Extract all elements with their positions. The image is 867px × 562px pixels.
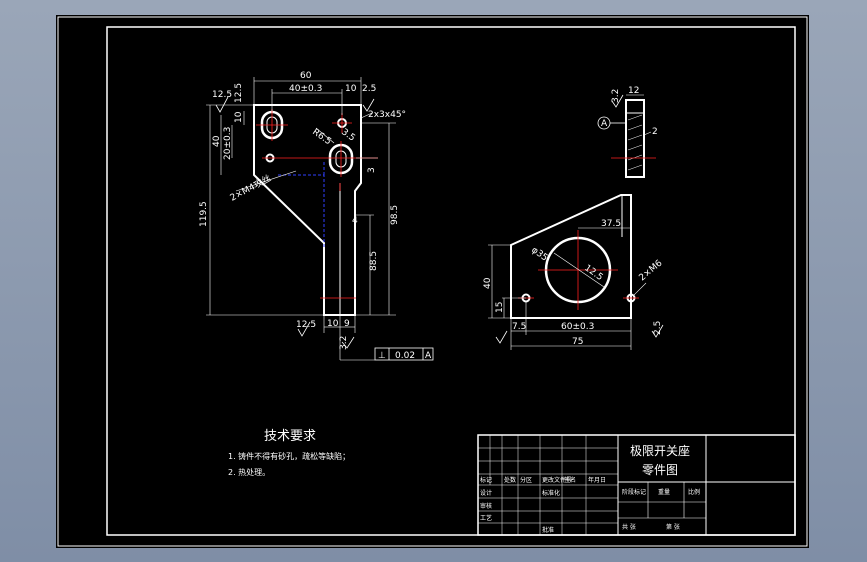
tb-label-count: 处数 <box>504 476 516 484</box>
tb-label-date: 年月日 <box>588 476 606 484</box>
rough-12-5-bottom: 12.5 <box>296 320 316 330</box>
tb-label-design: 设计 <box>480 489 492 497</box>
dim-m6: 2×M6 <box>638 258 665 283</box>
dim-60-tol-right: 60±0.3 <box>561 322 594 332</box>
tb-label-weight: 重量 <box>658 488 670 496</box>
roughness-marks-right <box>495 94 664 344</box>
outer-frame <box>57 16 808 547</box>
tolerance-datum: A <box>425 351 432 361</box>
dim-10-top: 10 <box>345 84 357 94</box>
title-block-text: 极限开关座 零件图 标记 处数 分区 更改文件号 签名 年月日 设计 标准化 审… <box>480 443 700 534</box>
dim-75: 75 <box>572 337 583 347</box>
right-dim-lines <box>488 227 647 350</box>
dim-3: 3 <box>367 167 377 173</box>
tb-label-craft: 工艺 <box>480 514 492 522</box>
dim-119-5: 119.5 <box>199 201 209 227</box>
dim-20-tol: 20±0.3 <box>223 127 233 160</box>
tb-label-change: 更改文件号 <box>542 476 572 484</box>
dim-9-bottom: 9 <box>344 319 350 329</box>
tb-label-check: 审核 <box>480 502 492 510</box>
tb-label-zone: 分区 <box>520 476 532 484</box>
dim-2-right: 2 <box>652 127 658 137</box>
tb-label-stage: 阶段标记 <box>622 488 646 496</box>
rough-2-5-right: 2.5 <box>653 321 663 335</box>
technical-requirements: 技术要求 1. 铸件不得有砂孔，疏松等缺陷； 2. 热处理。 <box>228 429 350 477</box>
rough-3-2: 3.2 <box>339 336 349 350</box>
dim-12-right: 12 <box>628 86 639 96</box>
requirements-line-2: 2. 热处理。 <box>228 467 270 477</box>
dim-15-right: 15 <box>495 302 505 313</box>
left-dim-lines <box>206 77 396 360</box>
dim-88-5: 88.5 <box>369 251 379 271</box>
tb-label-sheets: 共 张 <box>622 523 636 531</box>
tb-label-std: 标准化 <box>542 489 560 497</box>
dim-37-5: 37.5 <box>601 219 621 229</box>
right-view: 12 3.2 A 2 <box>483 86 665 350</box>
drawing-type: 零件图 <box>642 463 678 477</box>
dim-chamfer: 2x3x45° <box>368 110 406 120</box>
tb-label-sheet-no: 第 张 <box>666 523 680 531</box>
dim-60: 60 <box>300 71 312 81</box>
dim-4: 4 <box>352 216 358 226</box>
part-name: 极限开关座 <box>630 443 690 458</box>
side-view-outline <box>625 99 645 178</box>
tolerance-symbol: ⊥ <box>378 351 386 361</box>
tb-label-sign: 签名 <box>564 476 576 484</box>
dim-98-5: 98.5 <box>390 205 400 225</box>
dim-10-left: 10 <box>234 111 244 123</box>
dim-40-left: 40 <box>212 135 222 147</box>
tb-label-mark: 标记 <box>480 476 492 484</box>
hidden-lines <box>278 160 325 247</box>
tb-label-scale: 比例 <box>688 488 700 496</box>
side-view-hatch <box>627 114 643 171</box>
dim-7-5-right: 7.5 <box>512 322 526 332</box>
left-view: 60 40±0.3 10 2.5 12.5 12.5 10 20±0.3 40 … <box>199 71 434 361</box>
tolerance-frame: ⊥ 0.02 A <box>340 347 434 361</box>
requirements-line-1: 1. 铸件不得有砂孔，疏松等缺陷； <box>228 451 350 461</box>
tolerance-value: 0.02 <box>395 351 415 361</box>
dim-10-bottom: 10 <box>327 319 339 329</box>
rough-12-5: 12.5 <box>212 90 232 100</box>
requirements-title: 技术要求 <box>264 429 316 444</box>
datum-a: A <box>601 119 608 129</box>
inner-frame <box>106 26 796 536</box>
rough-2-5-top: 2.5 <box>362 84 376 94</box>
dim-12-5-left: 12.5 <box>234 83 244 103</box>
tb-label-approve: 批准 <box>542 526 554 534</box>
rough-3-2-right: 3.2 <box>611 89 621 103</box>
title-block <box>477 434 796 536</box>
dim-40-tol: 40±0.3 <box>289 84 322 94</box>
dim-40-right: 40 <box>483 277 493 289</box>
drawing-sheet: 60 40±0.3 10 2.5 12.5 12.5 10 20±0.3 40 … <box>56 15 809 548</box>
drawing-canvas: 60 40±0.3 10 2.5 12.5 12.5 10 20±0.3 40 … <box>57 16 808 547</box>
roughness-marks-left <box>215 96 375 349</box>
dim-r6-5: R6.5 <box>310 127 333 147</box>
